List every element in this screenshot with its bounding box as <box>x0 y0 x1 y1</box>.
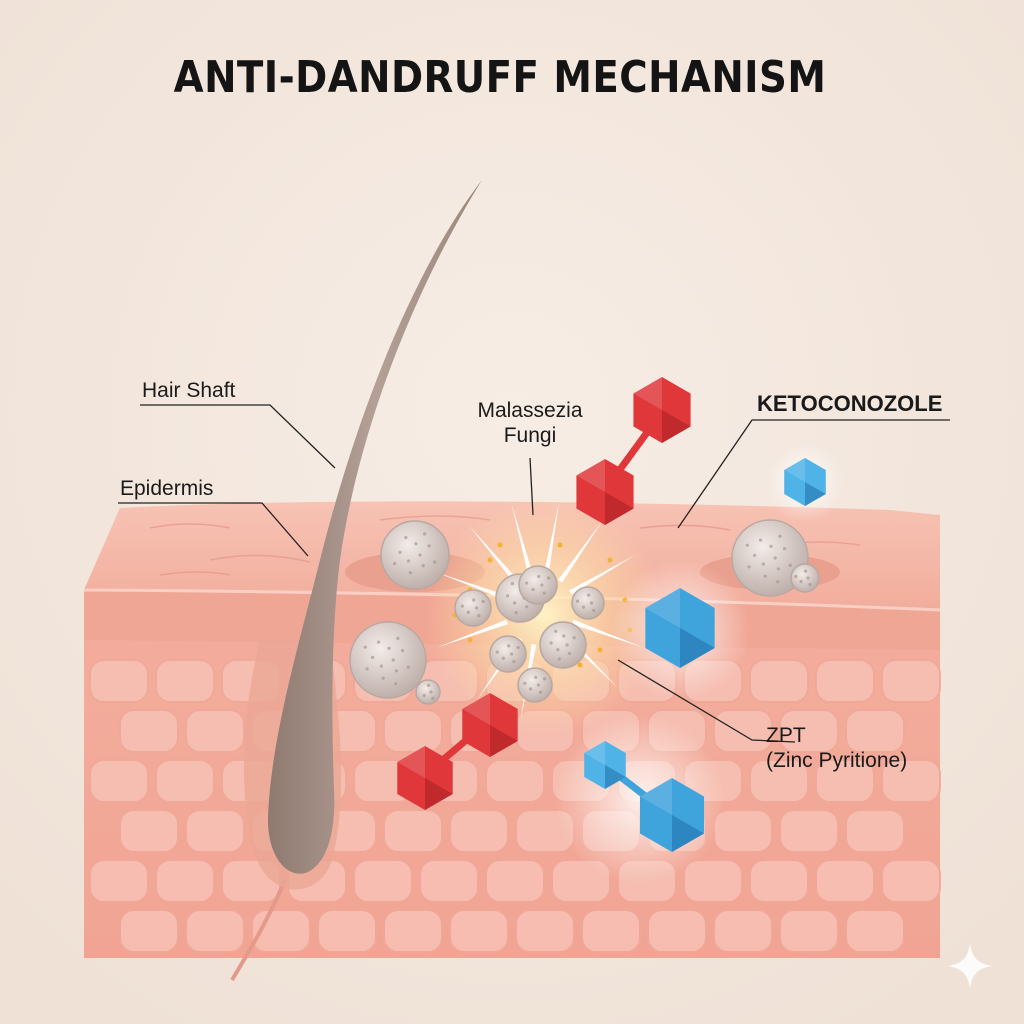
leader-lines <box>118 404 950 743</box>
page-title: ANTI-DANDRUFF MECHANISM <box>173 52 827 103</box>
sparkle-icon <box>947 943 993 989</box>
label-hair-shaft: Hair Shaft <box>142 379 236 402</box>
hair <box>230 180 482 982</box>
label-ketoconozole: KETOCONOZOLE <box>757 391 943 416</box>
hair-shaft <box>268 180 482 874</box>
ketoconozole-molecules <box>397 377 691 810</box>
label-malassezia-fungi: Malassezia Fungi <box>477 399 583 447</box>
zpt-molecules <box>555 442 845 885</box>
label-zpt: ZPT (Zinc Pyritione) <box>766 724 908 772</box>
malassezia-fungi-cells <box>349 519 820 705</box>
label-epidermis: Epidermis <box>120 477 214 500</box>
